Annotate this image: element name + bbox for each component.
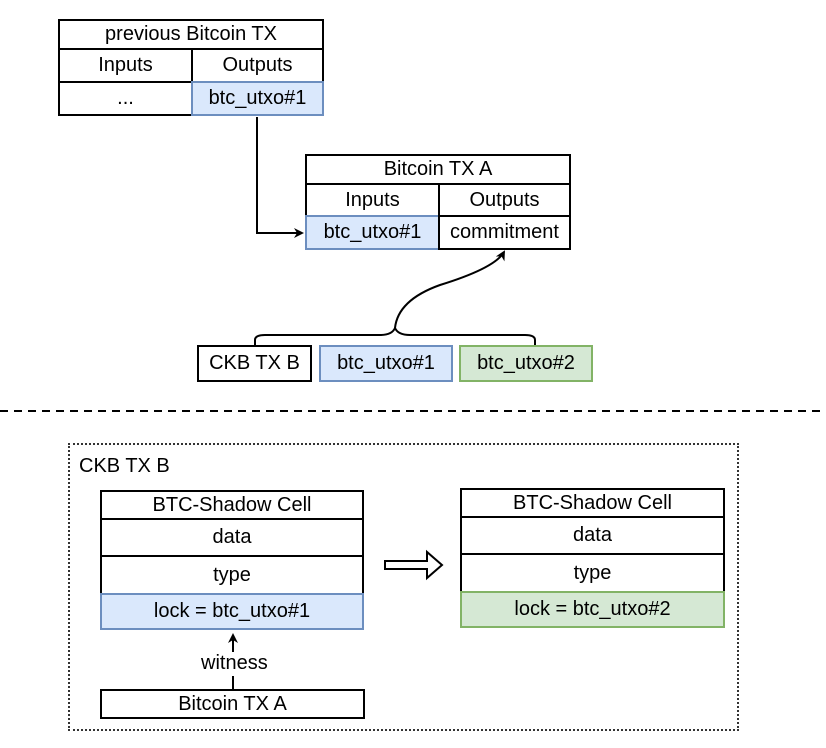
right-cell-type: type [460,553,725,593]
prev-tx-output-utxo: btc_utxo#1 [191,81,324,116]
right-cell-lock: lock = btc_utxo#2 [460,591,725,628]
tx-a-inputs-header: Inputs [305,183,440,217]
commit-item-utxo-2: btc_utxo#2 [459,345,593,382]
ckb-tx-b-container [68,443,739,731]
tx-a-title: Bitcoin TX A [305,154,571,185]
commitment-arrow [394,250,505,329]
tx-a-output-commitment: commitment [438,215,571,250]
commit-item-ckb-tx-b: CKB TX B [197,345,312,382]
left-cell-title: BTC-Shadow Cell [100,490,364,520]
left-cell-type: type [100,555,364,595]
prev-tx-input-cell: ... [58,81,193,116]
tx-a-input-utxo: btc_utxo#1 [305,215,440,250]
commit-item-utxo-1: btc_utxo#1 [319,345,453,382]
ckb-tx-b-container-label: CKB TX B [79,455,170,477]
prev-tx-outputs-header: Outputs [191,48,324,83]
witness-source-tx-a: Bitcoin TX A [100,689,365,719]
spend-arrow [256,117,304,238]
transition-arrow [384,549,444,581]
commitment-brace [254,325,536,345]
witness-label: witness [199,652,270,675]
right-cell-data: data [460,516,725,555]
prev-tx-title: previous Bitcoin TX [58,19,324,50]
